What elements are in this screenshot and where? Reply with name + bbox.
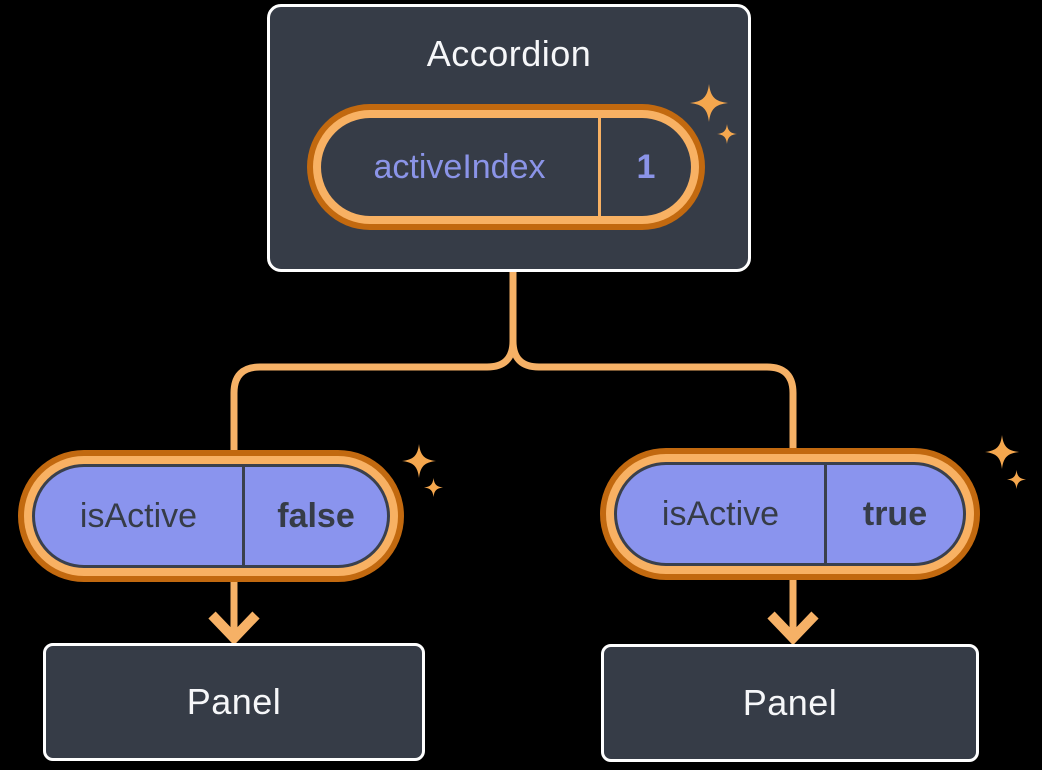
- state-pill-activeindex: activeIndex 1: [307, 104, 705, 230]
- component-title: Accordion: [426, 33, 592, 74]
- sparkle-icon: [402, 444, 436, 478]
- sparkle-icon: [1007, 470, 1026, 489]
- state-value-label: 1: [636, 147, 656, 186]
- component-title: Panel: [742, 682, 838, 723]
- pill-divider: [242, 467, 245, 565]
- prop-pill-isactive-true: isActive true: [600, 448, 980, 580]
- prop-pill-ring: isActive true: [606, 454, 974, 574]
- arrowhead-right-icon: [767, 611, 819, 646]
- prop-pill-body: isActive false: [32, 464, 390, 568]
- prop-pill-ring: isActive false: [24, 456, 398, 576]
- connector-right-branch: [509, 272, 797, 634]
- state-pill-body: activeIndex 1: [321, 118, 691, 216]
- pill-divider: [598, 118, 601, 216]
- prop-name-label: isActive: [661, 494, 780, 533]
- arrowhead-left-icon: [208, 611, 260, 646]
- sparkle-icon: [985, 435, 1019, 469]
- sparkle-icon: [690, 84, 728, 122]
- state-name-label: activeIndex: [373, 147, 546, 186]
- sparkle-icon: [717, 124, 737, 144]
- prop-pill-body: isActive true: [614, 462, 966, 566]
- state-pill-ring: activeIndex 1: [313, 110, 699, 224]
- prop-value-label: false: [277, 496, 355, 535]
- prop-value-label: true: [862, 494, 928, 533]
- prop-name-label: isActive: [79, 496, 198, 535]
- prop-pill-isactive-false: isActive false: [18, 450, 404, 582]
- panel-component-box-left: Panel: [43, 643, 425, 761]
- sparkle-icon: [424, 478, 443, 497]
- pill-divider: [824, 465, 827, 563]
- component-title: Panel: [186, 681, 282, 722]
- panel-component-box-right: Panel: [601, 644, 979, 762]
